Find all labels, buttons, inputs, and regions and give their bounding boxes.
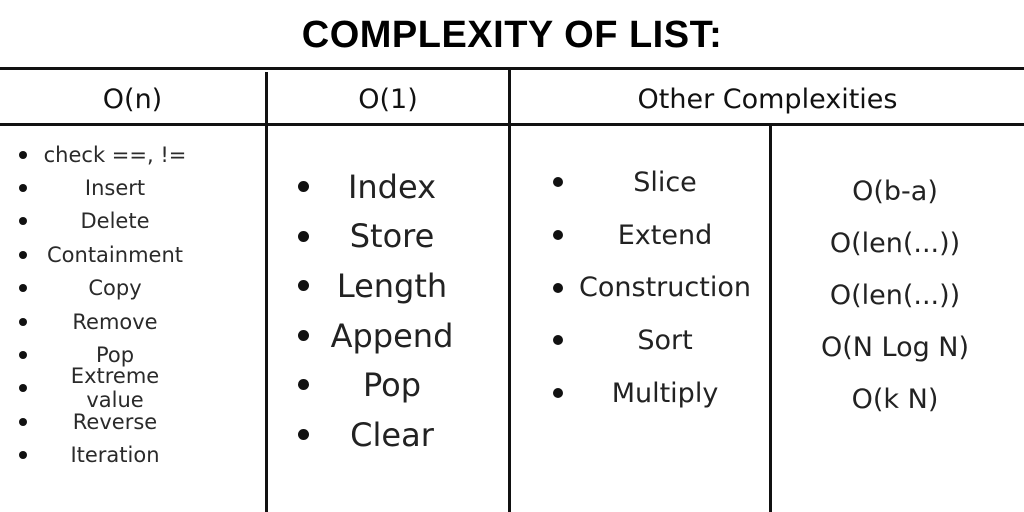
bullet-icon [298, 428, 309, 440]
list-item: Construction [0, 262, 769, 315]
bullet-icon [553, 282, 563, 293]
table-top-border [0, 67, 1024, 70]
list-item-label: Delete [80, 209, 150, 234]
list-item-label: Extreme value [70, 364, 160, 413]
bullet-icon [19, 250, 27, 259]
list-item: O(b-a) [0, 166, 1024, 218]
list-item-label: Multiply [611, 378, 719, 410]
list-item: Copy [0, 272, 265, 305]
list-item-label: Pop [362, 366, 422, 405]
list-item: O(N Log N) [0, 321, 1024, 373]
complexity-label: O(len(...)) [829, 228, 961, 260]
bullet-icon [553, 335, 563, 346]
list-item: Length [0, 261, 508, 311]
list-item: Containment [0, 238, 265, 271]
header-o-n: O(n) [102, 83, 163, 115]
bullet-icon [19, 351, 27, 360]
list-item-label: Iteration [70, 443, 160, 468]
list-item-label: check ==, != [43, 142, 187, 167]
list-item-label: Clear [350, 415, 434, 454]
list-item: Pop [0, 338, 265, 371]
list-item: Pop [0, 360, 508, 410]
complexity-label: O(k N) [851, 383, 939, 415]
list-item-label: Store [349, 217, 435, 256]
list-item-label: Copy [88, 276, 142, 301]
bullet-icon [19, 217, 27, 226]
bullet-icon [19, 417, 27, 426]
other-complexities-list: O(b-a) O(len(...)) O(len(...)) O(N Log N… [0, 166, 1024, 425]
bullet-icon [19, 384, 27, 393]
list-item: Remove [0, 305, 265, 338]
on-list: check ==, != Insert Delete Containment C… [0, 138, 265, 472]
list-item-label: Extend [617, 219, 713, 251]
list-item: Extreme value [0, 364, 265, 412]
bullet-icon [19, 150, 27, 159]
list-item-label: Sort [637, 325, 693, 357]
list-item-label: Containment [47, 242, 183, 267]
list-item: Sort [0, 314, 769, 367]
list-item: Iteration [0, 439, 265, 472]
list-item: Append [0, 311, 508, 361]
list-item-label: Pop [95, 343, 135, 368]
complexity-label: O(len(...)) [829, 279, 961, 311]
list-item-label: Index [347, 167, 437, 206]
bullet-icon [298, 379, 309, 391]
list-item: Reverse [0, 405, 265, 438]
list-item-label: Length [336, 266, 448, 305]
bullet-icon [553, 229, 563, 240]
list-item-label: Construction [579, 272, 751, 304]
header-bottom-border [0, 123, 1024, 126]
complexity-label: O(b-a) [852, 176, 938, 208]
bullet-icon [298, 230, 309, 242]
bullet-icon [298, 280, 309, 292]
list-item: Insert [0, 171, 265, 204]
bullet-icon [19, 317, 27, 326]
list-item-label: Reverse [72, 409, 158, 434]
list-item-label: Slice [633, 166, 697, 198]
list-item: Store [0, 212, 508, 262]
bullet-icon [19, 451, 27, 460]
list-item: O(k N) [0, 373, 1024, 425]
list-item-label: Insert [84, 176, 146, 201]
other-ops-list: Slice Extend Construction Sort Multiply [0, 156, 769, 420]
list-item: Delete [0, 205, 265, 238]
page-title: COMPLEXITY OF LIST: [301, 14, 723, 56]
list-item-label: Remove [72, 309, 158, 334]
complexity-label: O(N Log N) [820, 331, 970, 363]
list-item: Slice [0, 156, 769, 209]
bullet-icon [19, 184, 27, 193]
list-item: O(len(...)) [0, 218, 1024, 270]
bullet-icon [553, 388, 563, 399]
column-divider-2 [508, 67, 511, 512]
bullet-icon [19, 284, 27, 293]
list-item: O(len(...)) [0, 270, 1024, 322]
list-item: Multiply [0, 367, 769, 420]
list-item-label: Append [330, 316, 454, 355]
header-other-complexities: Other Complexities [637, 83, 898, 115]
column-divider-3 [769, 125, 772, 512]
bullet-icon [298, 181, 309, 192]
list-item: Clear [0, 410, 508, 460]
column-divider-1 [265, 72, 268, 512]
list-item: Extend [0, 209, 769, 262]
list-item: Index [0, 162, 508, 212]
list-item: check ==, != [0, 138, 265, 171]
o1-list: Index Store Length Append Pop Clear [0, 162, 508, 460]
header-o-1: O(1) [358, 83, 418, 115]
bullet-icon [553, 177, 563, 187]
bullet-icon [298, 329, 309, 341]
